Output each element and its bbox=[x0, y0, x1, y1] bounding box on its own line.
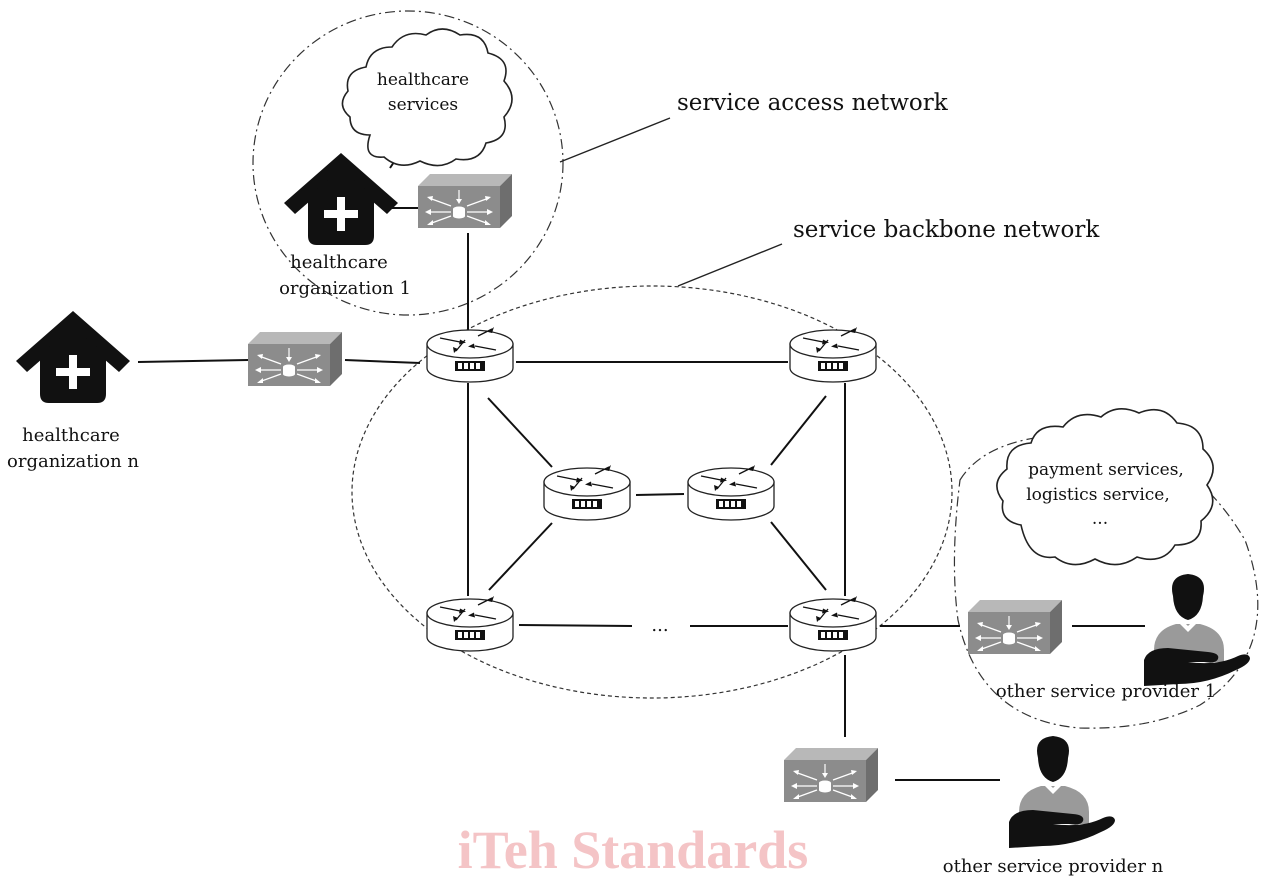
service-backbone-network-label: service backbone network bbox=[793, 217, 1100, 243]
router-center-right-icon bbox=[687, 464, 775, 521]
access-switch-provider1-icon bbox=[967, 599, 1063, 655]
other-service-provider-1-label: other service provider 1 bbox=[996, 681, 1216, 702]
healthcare-services-label-line2: services bbox=[388, 95, 458, 115]
router-top-left-icon bbox=[426, 326, 514, 383]
other-provider-network-boundary bbox=[953, 434, 1259, 729]
service-provider-1-icon bbox=[1144, 574, 1250, 686]
service-provider-n-icon bbox=[1009, 736, 1115, 848]
service-access-network-boundary bbox=[252, 10, 564, 316]
access-switch-orgn-icon bbox=[247, 331, 343, 387]
provider-services-label-line3: ... bbox=[1092, 509, 1108, 529]
access-switch-providern-icon bbox=[783, 747, 879, 803]
healthcare-organization-n-icon bbox=[16, 311, 130, 403]
watermark-text: iTeh Standards bbox=[458, 820, 809, 877]
healthcare-organization-1-label-line2: organization 1 bbox=[279, 278, 411, 299]
router-top-right-icon bbox=[789, 326, 877, 383]
service-access-network-label: service access network bbox=[677, 90, 949, 116]
access-network-callout-line bbox=[559, 117, 671, 163]
healthcare-organization-n-label-line1: healthcare bbox=[22, 425, 120, 446]
service-backbone-network-boundary bbox=[351, 285, 953, 699]
healthcare-services-label-line1: healthcare bbox=[377, 70, 469, 90]
provider-services-label-line1: payment services, bbox=[1028, 460, 1184, 480]
healthcare-organization-n-label-line2: organization n bbox=[7, 451, 139, 472]
router-bottom-right-icon bbox=[789, 595, 877, 652]
healthcare-organization-1-icon bbox=[284, 153, 398, 245]
router-center-left-icon bbox=[543, 464, 631, 521]
access-switch-org1-icon bbox=[417, 173, 513, 229]
backbone-ellipsis-label: ... bbox=[651, 615, 668, 636]
router-bottom-left-icon bbox=[426, 595, 514, 652]
network-links bbox=[137, 149, 1145, 781]
healthcare-organization-1-label-line1: healthcare bbox=[290, 252, 388, 273]
backbone-network-callout-line bbox=[677, 243, 783, 287]
provider-services-label-line2: logistics service, bbox=[1026, 485, 1170, 505]
other-service-provider-n-label: other service provider n bbox=[943, 856, 1164, 877]
